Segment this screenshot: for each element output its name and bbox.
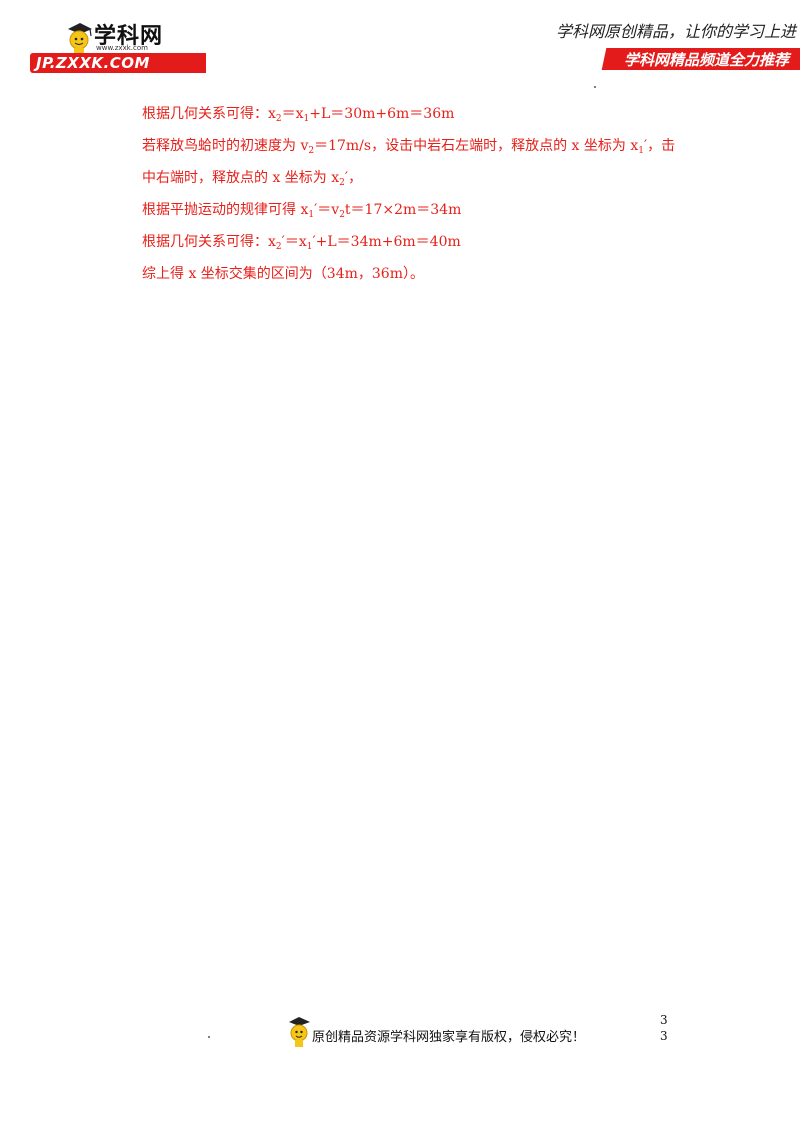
solution-line: 综上得 x 坐标交集的区间为（34m，36m）。	[142, 266, 424, 282]
logo-name: 学科网	[94, 24, 164, 49]
solution-line: 中右端时，释放点的 x 坐标为 x2′，	[142, 170, 363, 188]
header-dot	[594, 86, 596, 88]
logo-url: JP.ZXXK.COM	[36, 54, 150, 72]
header-banner-text: 学科网精品频道全力推荐	[624, 51, 790, 69]
footer-dot	[208, 1036, 210, 1038]
mascot-icon	[289, 1017, 310, 1047]
page-number: 3	[660, 1013, 668, 1027]
logo-small-url: www.zxxk.com	[96, 44, 148, 52]
copyright-notice: 原创精品资源学科网独家享有版权，侵权必究！	[312, 1030, 586, 1045]
solution-text: 根据几何关系可得：x2＝x1+L＝30m+6m＝36m 若释放鸟蛤时的初速度为 …	[142, 98, 702, 290]
mascot-icon	[68, 23, 92, 54]
solution-line: 根据几何关系可得：x2′＝x1′+L＝34m+6m＝40m	[142, 234, 461, 252]
logo-url-bar: JP.ZXXK.COM	[30, 53, 206, 73]
header-slogan: 学科网原创精品，让你的学习上进	[556, 22, 797, 41]
page-number: 3	[660, 1029, 668, 1043]
solution-line: 根据几何关系可得：x2＝x1+L＝30m+6m＝36m	[142, 106, 455, 124]
solution-line: 若释放鸟蛤时的初速度为 v2＝17m/s，设击中岩石左端时，释放点的 x 坐标为…	[142, 138, 676, 156]
site-logo[interactable]: 学科网 www.zxxk.com JP.ZXXK.COM	[30, 18, 210, 74]
solution-line: 根据平抛运动的规律可得 x1′＝v2t＝17×2m＝34m	[142, 202, 462, 220]
